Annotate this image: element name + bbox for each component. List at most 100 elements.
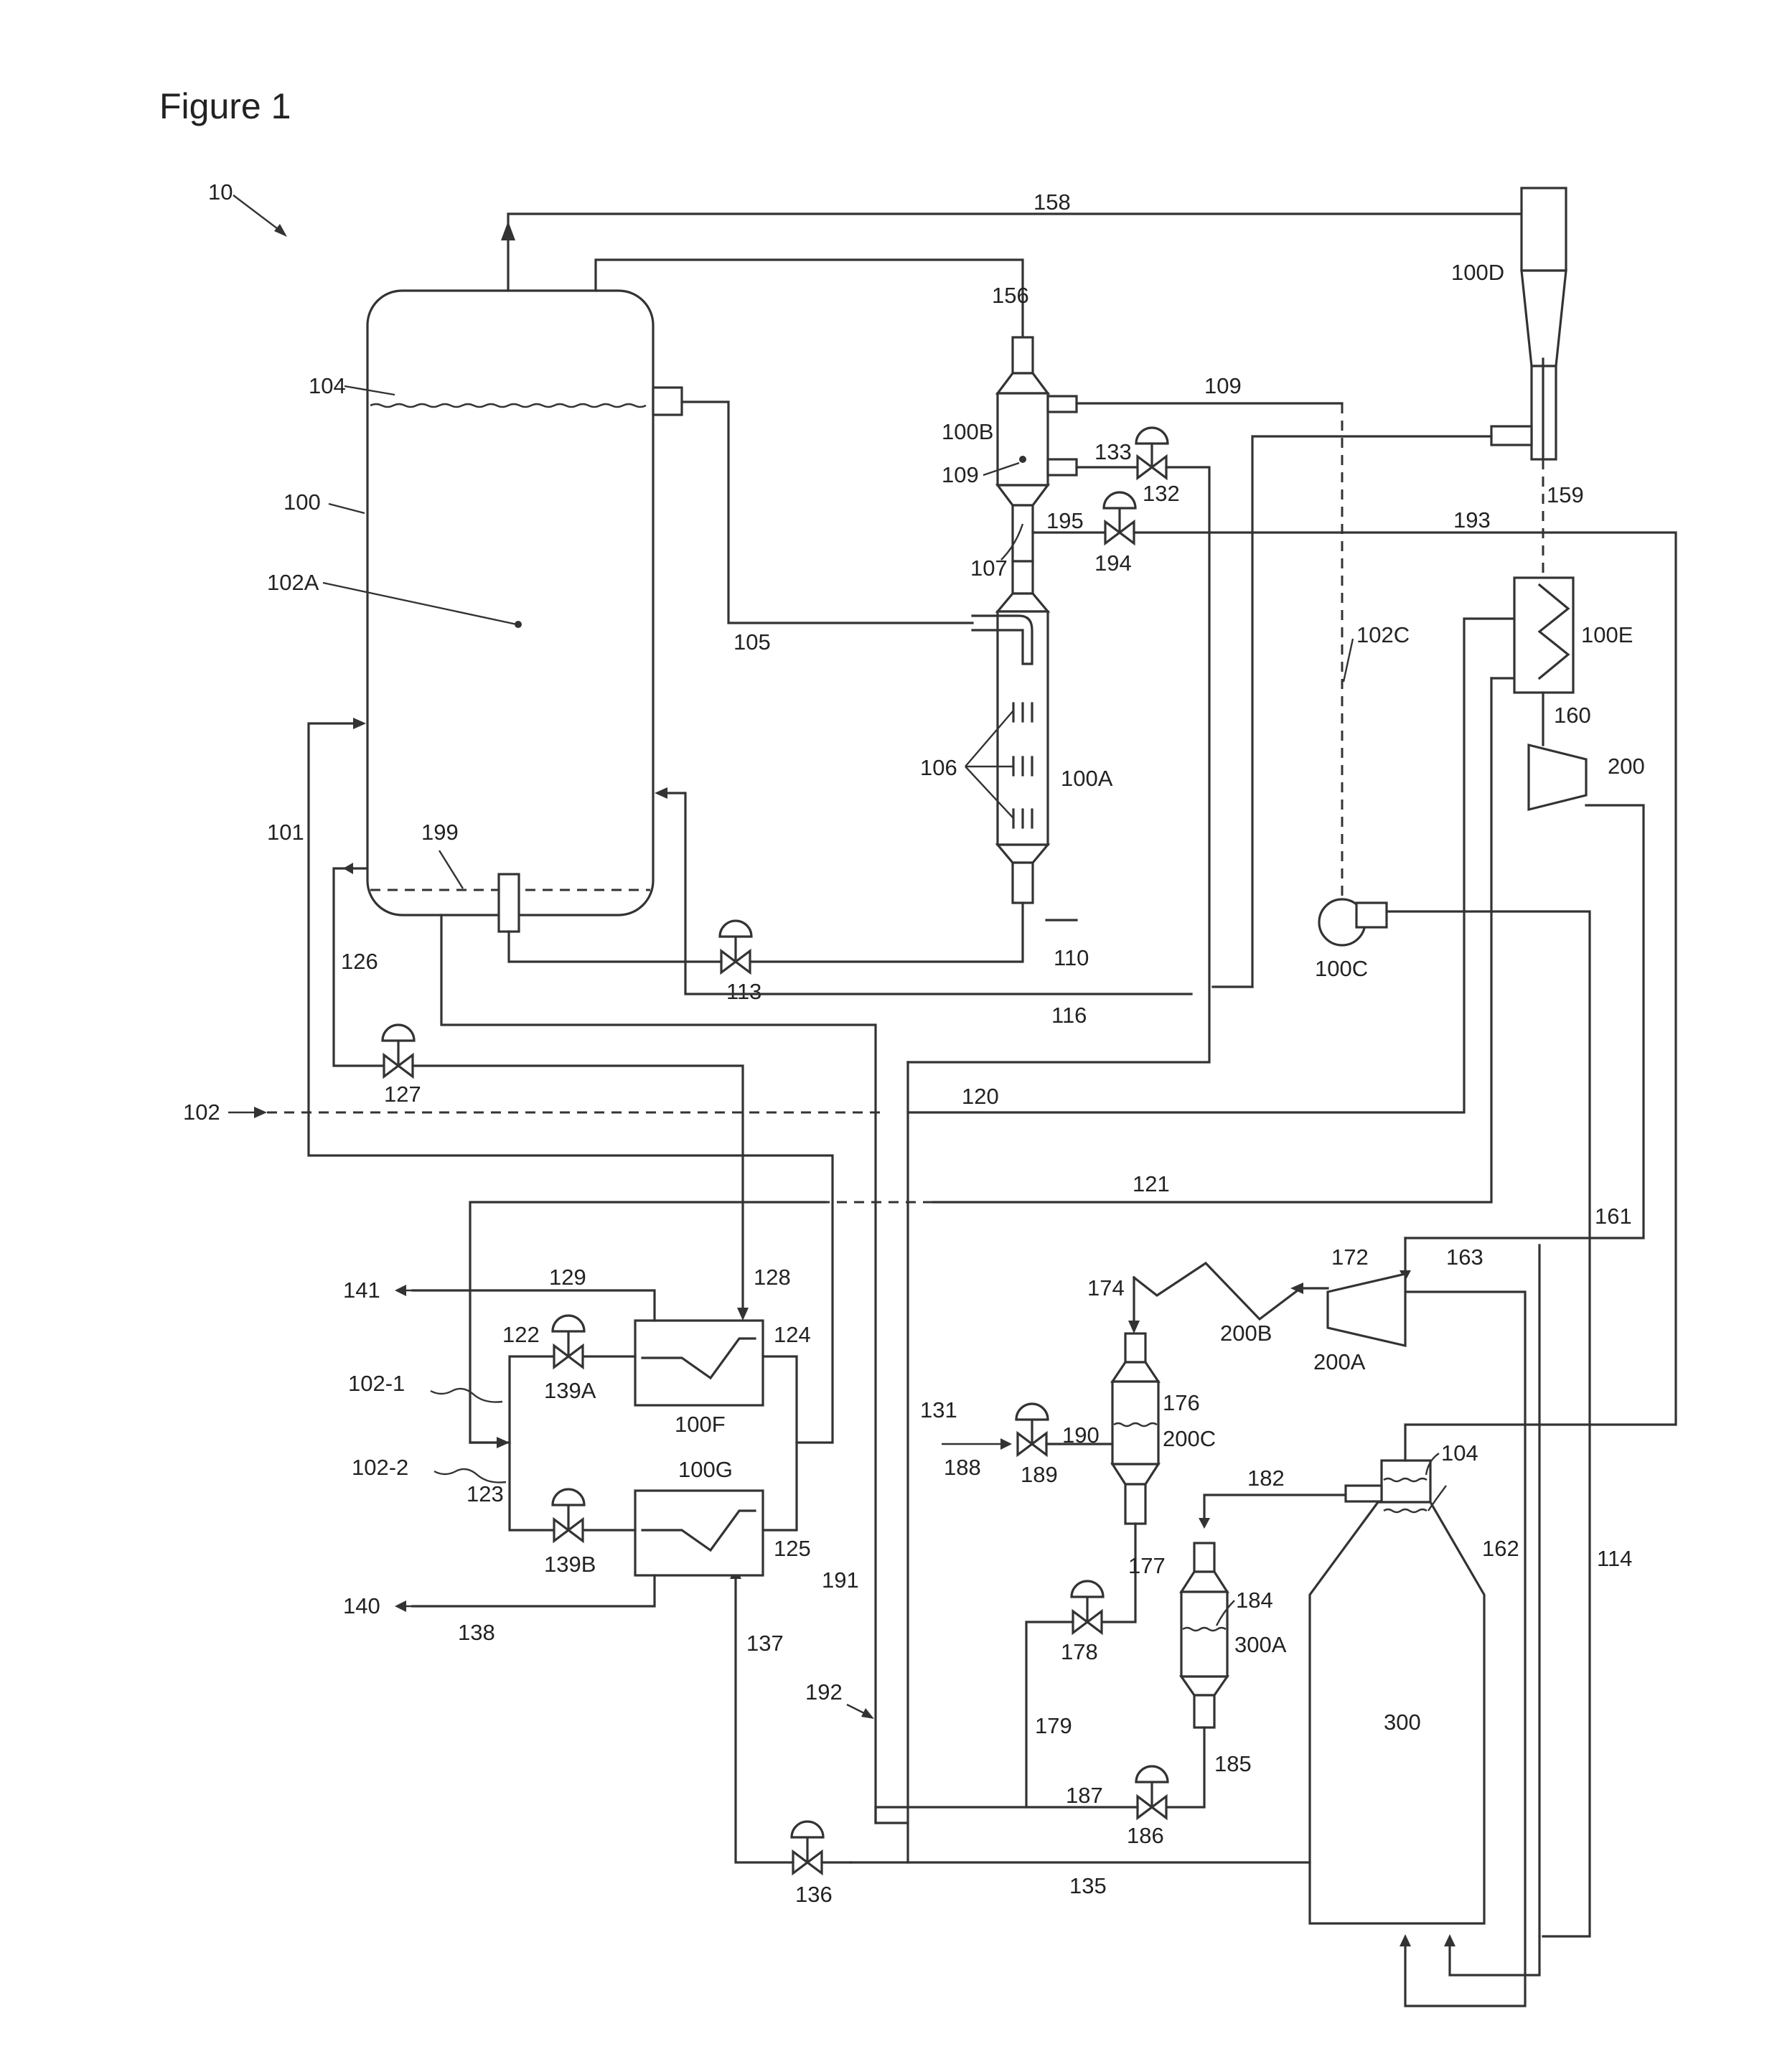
label-162: 162: [1482, 1536, 1519, 1561]
label-195: 195: [1046, 508, 1084, 533]
label-139a: 139A: [544, 1378, 596, 1403]
line-185: [1166, 1728, 1204, 1807]
line-129: [395, 1285, 655, 1321]
line-110: [750, 903, 1023, 962]
label-158: 158: [1033, 189, 1071, 215]
label-122: 122: [502, 1322, 540, 1347]
leader-102c: [1344, 639, 1353, 682]
label-188: 188: [944, 1455, 981, 1480]
label-133: 133: [1094, 439, 1132, 464]
label-185: 185: [1214, 1751, 1252, 1776]
valve-139b[interactable]: [553, 1489, 584, 1541]
label-179: 179: [1035, 1713, 1072, 1738]
leader-102-2: [434, 1469, 506, 1483]
label-141: 141: [343, 1278, 380, 1303]
label-125: 125: [774, 1536, 811, 1561]
label-161: 161: [1595, 1204, 1632, 1229]
label-160: 160: [1554, 703, 1591, 728]
label-127: 127: [384, 1082, 421, 1107]
label-140: 140: [343, 1593, 380, 1618]
label-102a: 102A: [267, 570, 319, 595]
label-102c: 102C: [1356, 622, 1410, 647]
label-116: 116: [1051, 1003, 1087, 1028]
label-190: 190: [1062, 1422, 1100, 1448]
arrow-114: [1444, 1934, 1455, 1946]
valve-194[interactable]: [1104, 492, 1135, 543]
label-121: 121: [1133, 1171, 1170, 1196]
label-123: 123: [467, 1481, 504, 1506]
label-131: 131: [920, 1397, 957, 1422]
label-100c: 100C: [1315, 956, 1368, 981]
label-100e: 100E: [1581, 622, 1633, 647]
label-114: 114: [1597, 1546, 1632, 1571]
leader-102-1: [431, 1389, 502, 1402]
label-174: 174: [1087, 1275, 1125, 1300]
line-138: [395, 1575, 655, 1612]
reactor-100: [367, 291, 682, 932]
line-188: [942, 1438, 1012, 1450]
turbine-200: [1529, 745, 1586, 810]
line-105: [682, 402, 972, 623]
label-113: 113: [726, 979, 761, 1004]
label-reactor-100: 100: [283, 489, 321, 515]
label-192: 192: [805, 1679, 843, 1705]
label-189: 189: [1021, 1462, 1058, 1487]
label-176: 176: [1163, 1390, 1200, 1415]
label-100d: 100D: [1451, 260, 1504, 285]
label-110: 110: [1054, 945, 1089, 970]
label-102: 102: [183, 1100, 220, 1125]
label-102-2: 102-2: [352, 1455, 408, 1480]
valve-132[interactable]: [1136, 428, 1168, 478]
line-161: [1405, 805, 1644, 1238]
label-104: 104: [309, 373, 346, 398]
label-104b: 104: [1441, 1440, 1478, 1466]
valve-113[interactable]: [720, 921, 751, 972]
label-132: 132: [1143, 481, 1180, 506]
blower-100c: [1319, 899, 1387, 945]
label-126: 126: [341, 949, 378, 974]
exchanger-100f: [635, 1321, 763, 1405]
valve-186[interactable]: [1136, 1766, 1168, 1818]
label-177: 177: [1128, 1553, 1166, 1578]
arrow-162: [1400, 1934, 1411, 1946]
label-194: 194: [1094, 550, 1132, 576]
label-100b: 100B: [942, 419, 993, 444]
label-139b: 139B: [544, 1552, 596, 1577]
label-100g: 100G: [678, 1457, 733, 1482]
label-156: 156: [992, 283, 1029, 308]
label-128: 128: [754, 1265, 791, 1290]
exchanger-100g: [635, 1491, 763, 1575]
label-200b: 200B: [1220, 1321, 1272, 1346]
line-124-125: [763, 1356, 797, 1530]
separator-200c: [1112, 1333, 1158, 1524]
vessel-300: [1310, 1425, 1539, 1923]
label-186: 186: [1127, 1823, 1164, 1848]
label-187: 187: [1066, 1783, 1103, 1808]
compressor-200a: [1328, 1274, 1405, 1346]
valve-189[interactable]: [1016, 1404, 1048, 1455]
label-138: 138: [458, 1620, 495, 1645]
label-159: 159: [1547, 482, 1584, 507]
valve-136[interactable]: [792, 1822, 823, 1873]
label-137: 137: [746, 1631, 784, 1656]
valve-127[interactable]: [383, 1025, 414, 1077]
label-184: 184: [1236, 1588, 1273, 1613]
label-200c: 200C: [1163, 1426, 1216, 1451]
line-158: [501, 214, 1536, 291]
label-100a: 100A: [1061, 766, 1113, 791]
label-300: 300: [1384, 1710, 1421, 1735]
figure-title: Figure 1: [159, 86, 291, 126]
cyclone-100d: [1491, 188, 1566, 459]
label-102-1: 102-1: [348, 1371, 405, 1396]
valve-178[interactable]: [1072, 1581, 1103, 1633]
line-191: [876, 1807, 908, 1823]
column-100a: [972, 561, 1048, 903]
line-156: [596, 260, 1023, 337]
line-110-inlet: [509, 932, 721, 962]
label-124: 124: [774, 1322, 811, 1347]
system-reference-arrow: [233, 195, 287, 237]
label-120: 120: [962, 1084, 999, 1109]
line-101: [309, 718, 366, 1112]
label-178: 178: [1061, 1639, 1098, 1664]
valve-139a[interactable]: [553, 1316, 584, 1367]
